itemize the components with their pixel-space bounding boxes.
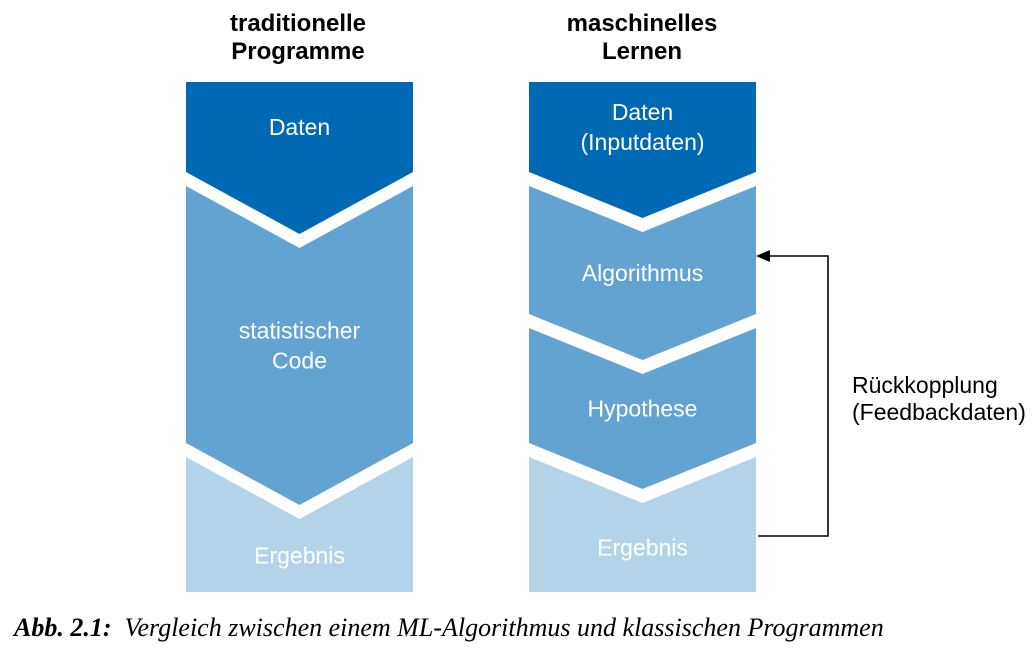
caption-text: Vergleich zwischen einem ML-Algorithmus … — [124, 613, 884, 642]
feedback-label-line1: Rückkopplung — [852, 372, 998, 398]
left-column-box-2 — [186, 186, 413, 505]
left-column-box-2-text-2: Code — [272, 348, 327, 374]
left-column-box-3 — [186, 457, 413, 592]
right-title-line1: maschinelles — [566, 10, 718, 37]
left-title-line2: Programme — [231, 38, 365, 65]
right-column-box-1-text-2: (Inputdaten) — [580, 129, 704, 155]
left-column-title: traditionelle Programme — [168, 10, 428, 66]
right-column-box-2 — [529, 186, 756, 360]
right-column-box-4-text-1: Ergebnis — [597, 535, 688, 561]
left-column-box-1-text-1: Daten — [269, 114, 330, 140]
left-column-box-3-text-1: Ergebnis — [254, 543, 345, 569]
right-column-box-2-text-1: Algorithmus — [582, 260, 703, 286]
feedback-label-line2: (Feedbackdaten) — [852, 399, 1026, 425]
right-column-box-3 — [529, 328, 756, 489]
feedback-arrow — [756, 250, 829, 537]
figure-caption: Abb. 2.1: Vergleich zwischen einem ML-Al… — [14, 612, 1024, 644]
right-column-box-4 — [529, 457, 756, 592]
feedback-line — [758, 255, 829, 537]
left-title-line1: traditionelle — [229, 10, 367, 37]
left-column-box-1 — [186, 82, 413, 234]
left-column-box-2-text-1: statistischer — [239, 318, 361, 344]
right-title-line2: Lernen — [601, 38, 682, 65]
right-column-box-3-text-1: Hypothese — [588, 396, 698, 422]
right-column-box-1 — [529, 82, 756, 218]
arrowhead-icon — [756, 250, 770, 262]
right-column-box-1-text-1: Daten — [612, 99, 673, 125]
caption-label: Abb. 2.1: — [14, 613, 112, 642]
right-column-title: maschinelles Lernen — [512, 10, 772, 66]
right-flow-stack: Daten (Inputdaten) AlgorithmusHypotheseErg… — [529, 82, 756, 592]
